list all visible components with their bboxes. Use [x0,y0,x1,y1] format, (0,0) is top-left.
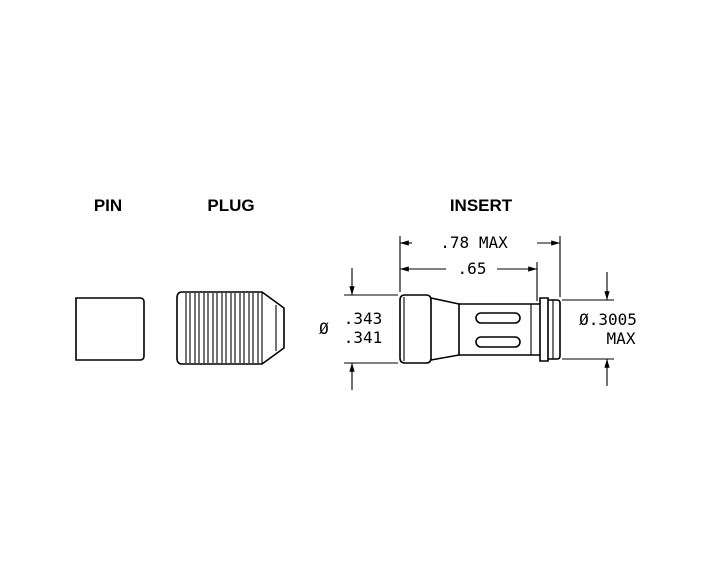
insert-part [399,294,561,364]
end-diameter-dim: Ø.3005 MAX [562,272,637,386]
pin-label: PIN [94,196,122,215]
insert-label: INSERT [450,196,513,215]
pin-part [75,297,145,361]
outer-diameter-dim: Ø .343 .341 [319,268,398,390]
insert-slot-upper [475,312,521,324]
overall-length-dim: .78 MAX [399,233,561,297]
outer-dia-symbol: Ø [319,319,329,338]
end-dia-text: Ø.3005 [579,310,637,329]
overall-length-text: .78 MAX [440,233,508,252]
outer-dia-lower: .341 [344,328,383,347]
outer-dia-upper: .343 [344,309,383,328]
body-length-text: .65 [458,259,487,278]
insert-slot-lower [475,336,521,348]
body-length-dim: .65 [400,259,538,301]
plug-part [176,291,285,365]
end-dia-note: MAX [607,329,636,348]
plug-label: PLUG [207,196,254,215]
plug-ribs [185,293,263,363]
